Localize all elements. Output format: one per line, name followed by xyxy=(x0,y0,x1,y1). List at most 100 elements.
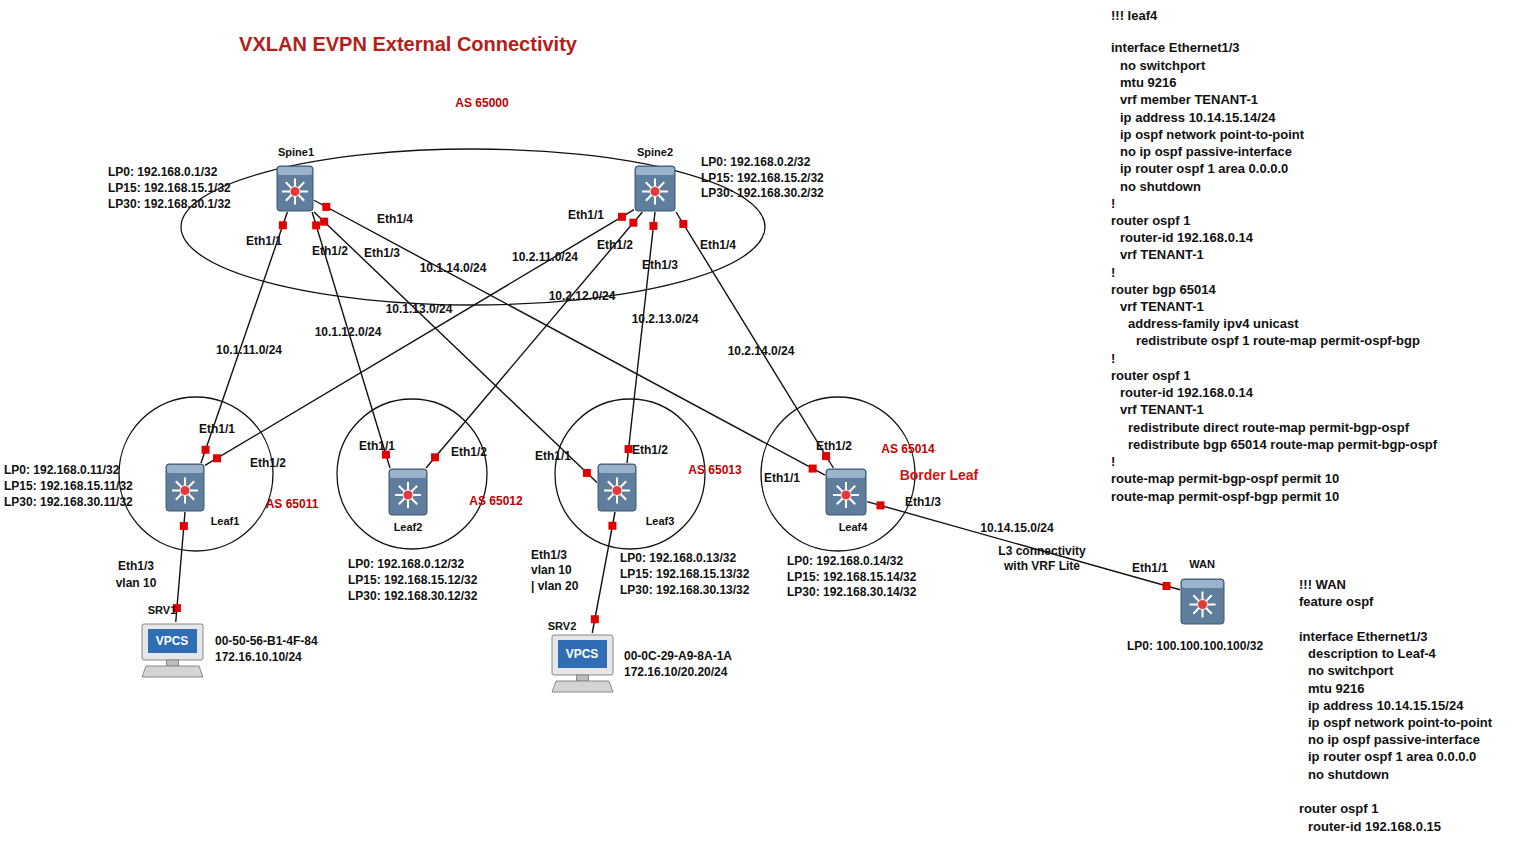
diagram-label: Eth1/3 xyxy=(531,548,567,562)
diagram-label: Eth1/1 xyxy=(246,234,282,248)
as-circle xyxy=(761,397,915,551)
switch-top xyxy=(1182,580,1223,588)
switch-top xyxy=(278,167,312,175)
switch-core xyxy=(290,187,300,197)
port-marker xyxy=(629,219,637,227)
switch-spoke xyxy=(608,494,614,500)
switch-spoke xyxy=(850,486,856,492)
switch-spoke xyxy=(837,499,843,505)
switch-spoke xyxy=(407,500,409,508)
switch-spoke xyxy=(294,179,296,187)
switch-spoke xyxy=(654,179,656,187)
switch-spoke xyxy=(833,494,841,496)
config-line: router-id 192.168.0.15 xyxy=(1308,819,1441,834)
diagram-label: Eth1/2 xyxy=(816,439,852,453)
monitor-stand xyxy=(577,675,589,681)
as-boundary-circle: AS 65012Leaf2 xyxy=(336,398,488,550)
subnet-label: 10.2.13.0/24 xyxy=(632,312,699,326)
switch-icon: Spine2 xyxy=(634,165,676,212)
diagram-label: vlan 10 xyxy=(531,563,572,577)
switch-spoke xyxy=(286,182,292,188)
link-line xyxy=(426,212,642,468)
config-line: ! xyxy=(1111,454,1115,469)
link-line xyxy=(205,210,634,466)
diagram-label: Eth1/2 xyxy=(312,244,348,258)
switch-core xyxy=(403,490,413,500)
switch-icon: Spine1 xyxy=(276,165,314,212)
switch-spoke xyxy=(851,494,859,496)
switch-body xyxy=(1181,579,1224,624)
switch-body xyxy=(826,469,866,515)
config-line: no shutdown xyxy=(1308,767,1389,782)
diagram-label: LP15: 192.168.15.12/32 xyxy=(348,573,477,587)
switch-spoke xyxy=(286,195,292,201)
diagram-label: LP30: 192.168.30.1/32 xyxy=(108,197,231,211)
diagram-label: Eth1/2 xyxy=(250,456,286,470)
diagram-label: LP15: 192.168.15.2/32 xyxy=(701,171,824,185)
subnet-label: 10.1.14.0/24 xyxy=(420,261,487,275)
switch-spoke xyxy=(300,191,308,193)
node-label: SRV2 xyxy=(548,620,577,632)
switch-core xyxy=(841,490,851,500)
switch-spoke xyxy=(646,182,652,188)
link-line xyxy=(592,512,615,633)
switch-spoke xyxy=(621,494,627,500)
monitor-frame xyxy=(142,624,203,660)
port-marker xyxy=(591,615,599,623)
switch-spoke xyxy=(189,481,195,487)
port-marker xyxy=(202,446,210,454)
port-marker xyxy=(809,465,817,473)
diagram-label: Eth1/1 xyxy=(568,208,604,222)
vpcs-host-icon-outline xyxy=(550,633,615,695)
config-line: no switchport xyxy=(1308,663,1393,678)
switch-spoke xyxy=(399,499,405,505)
config-line: vrf member TENANT-1 xyxy=(1120,92,1258,107)
config-line: no ip ospf passive-interface xyxy=(1308,732,1480,747)
port-marker xyxy=(1163,582,1171,590)
subnet-label: 10.2.12.0/24 xyxy=(549,289,616,303)
node-label: AS 65000 xyxy=(455,96,508,110)
as-circle xyxy=(119,397,273,551)
switch-spoke xyxy=(659,195,665,201)
as-circle xyxy=(555,399,705,549)
switch-icon-outline xyxy=(388,468,428,516)
switch-icon-outline xyxy=(1180,578,1225,625)
switch-spoke xyxy=(837,486,843,492)
config-line: mtu 9216 xyxy=(1308,681,1364,696)
port-marker xyxy=(583,469,591,477)
config-line: ip address 10.14.15.15/24 xyxy=(1308,698,1463,713)
subnet-label: 10.2.11.0/24 xyxy=(512,250,578,264)
monitor-base xyxy=(552,681,613,692)
config-line: ! xyxy=(1111,196,1115,211)
switch-icon-outline xyxy=(825,468,867,516)
switch-spoke xyxy=(660,191,668,193)
config-line: router ospf 1 xyxy=(1299,801,1378,816)
link-line xyxy=(314,200,825,475)
port-marker xyxy=(312,221,320,229)
diagram-label: Eth1/1 xyxy=(199,422,235,436)
switch-spoke xyxy=(172,490,180,492)
switch-icon-outline xyxy=(276,165,314,212)
switch-spoke xyxy=(1190,604,1198,606)
switch-icon-outline xyxy=(165,463,205,512)
switch-spoke xyxy=(621,481,627,487)
switch-icon: Leaf2 xyxy=(388,468,428,516)
config-line: router-id 192.168.0.14 xyxy=(1120,230,1253,245)
switch-spoke xyxy=(1202,592,1204,600)
port-marker xyxy=(213,454,221,462)
switch-core xyxy=(1198,600,1208,610)
switch-spoke xyxy=(1193,595,1199,601)
diagram-label: Eth1/1 xyxy=(535,449,571,463)
switch-body xyxy=(166,464,204,511)
switch-spoke xyxy=(412,486,418,492)
switch-spoke xyxy=(189,494,195,500)
switch-spoke xyxy=(1193,608,1199,614)
monitor-stand xyxy=(167,660,179,666)
monitor-base xyxy=(142,666,203,677)
diagram-label: Eth1/2 xyxy=(632,443,668,457)
config-line: interface Ethernet1/3 xyxy=(1299,629,1428,644)
config-line: ! xyxy=(1111,265,1115,280)
switch-spoke xyxy=(1206,595,1212,601)
switch-spoke xyxy=(282,191,290,193)
diagram-label: 172.16.10.10/24 xyxy=(215,650,302,664)
